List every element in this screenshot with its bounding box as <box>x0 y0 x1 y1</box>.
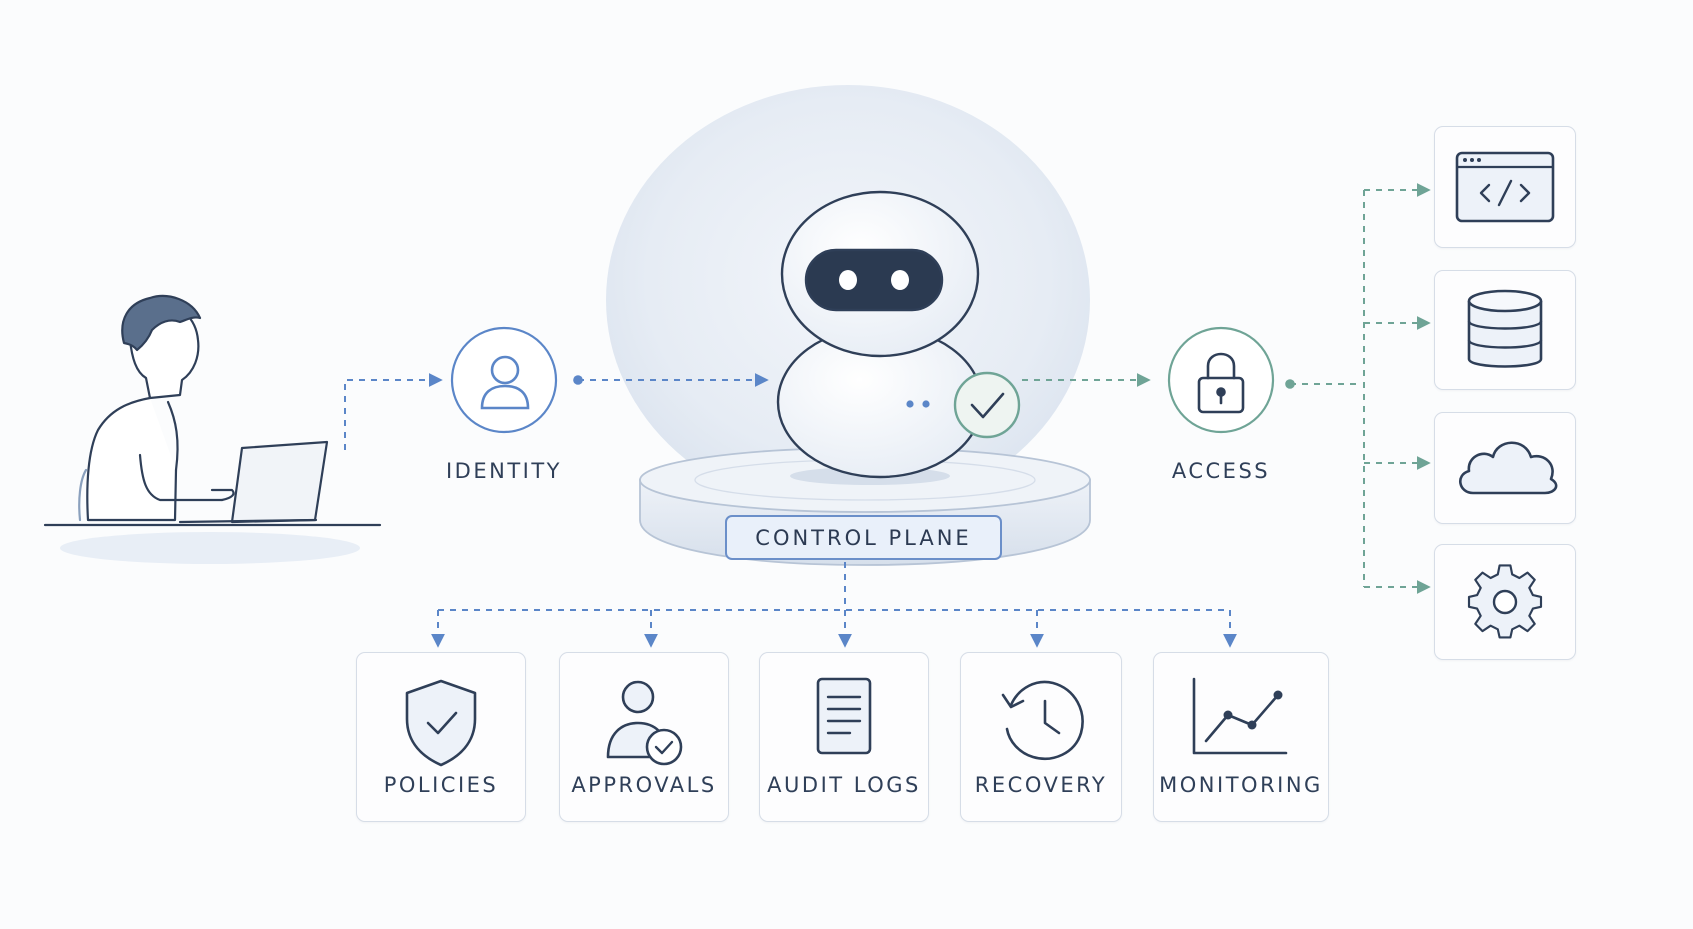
gear-icon <box>1467 564 1543 639</box>
verified-check-icon <box>953 371 1021 439</box>
clock-history-icon <box>1001 680 1084 760</box>
access-label: ACCESS <box>1171 459 1271 483</box>
module-card-monitoring[interactable]: MONITORING <box>1153 652 1329 822</box>
code-window-icon <box>1455 151 1555 223</box>
identity-node <box>450 326 558 434</box>
module-label-audit-logs: AUDIT LOGS <box>767 773 921 797</box>
module-label-monitoring: MONITORING <box>1159 773 1323 797</box>
module-card-policies[interactable]: POLICIES <box>356 652 526 822</box>
module-label-policies: POLICIES <box>383 773 499 797</box>
flow-connectors <box>344 183 1431 648</box>
module-label-recovery: RECOVERY <box>974 773 1108 797</box>
user-check-icon <box>606 680 683 766</box>
agent-robot-illustration <box>776 190 984 479</box>
connector-user-to-identity <box>344 373 443 450</box>
identity-label: IDENTITY <box>445 459 563 483</box>
module-label-approvals: APPROVALS <box>571 773 717 797</box>
control-plane-label: CONTROL PLANE <box>755 525 972 550</box>
cloud-icon <box>1459 441 1558 495</box>
document-icon <box>816 677 872 755</box>
person-icon <box>480 355 530 410</box>
module-card-approvals[interactable]: APPROVALS <box>559 652 729 822</box>
resource-card-code-window[interactable] <box>1434 126 1576 248</box>
resource-card-gear[interactable] <box>1434 544 1576 660</box>
module-card-audit-logs[interactable]: AUDIT LOGS <box>759 652 929 822</box>
resource-card-database[interactable] <box>1434 270 1576 390</box>
shield-check-icon <box>405 679 477 767</box>
module-card-recovery[interactable]: RECOVERY <box>960 652 1122 822</box>
resource-card-cloud[interactable] <box>1434 412 1576 524</box>
access-node <box>1167 326 1275 434</box>
control-plane-badge: CONTROL PLANE <box>725 515 1002 560</box>
lock-icon <box>1197 352 1245 414</box>
line-chart-icon <box>1192 677 1288 755</box>
user-at-laptop-illustration <box>43 294 382 564</box>
database-icon <box>1467 289 1543 368</box>
